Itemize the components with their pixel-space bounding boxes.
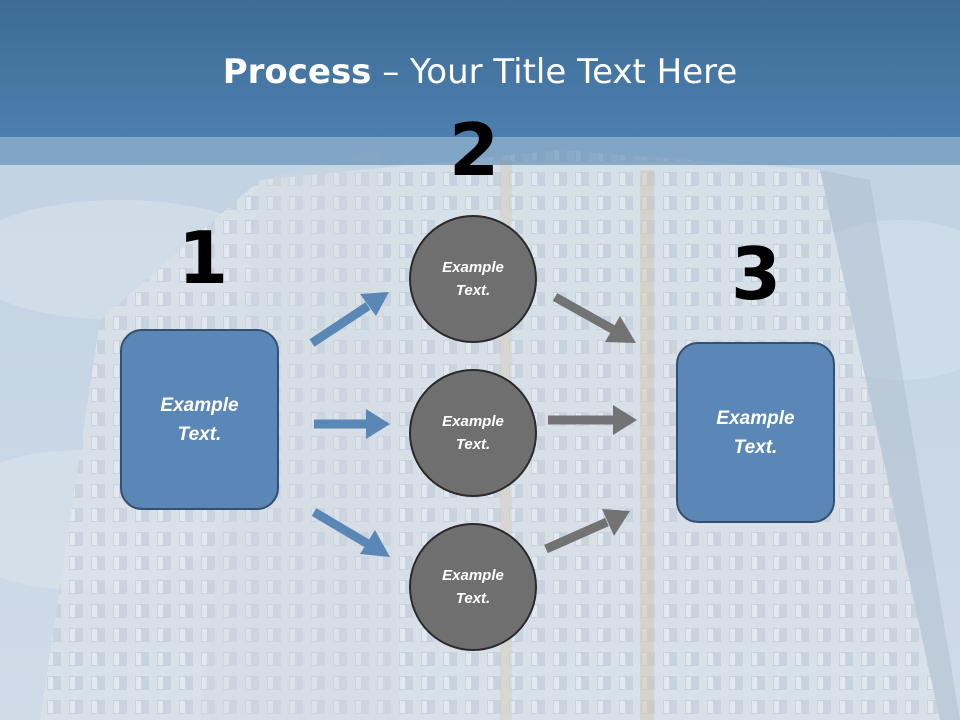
circle-top-line1: Example xyxy=(442,259,504,276)
circle-bottom-line1: Example xyxy=(442,567,504,584)
step-3-box-line1: Example xyxy=(716,407,795,429)
arrow-gray-down xyxy=(552,293,636,343)
arrow-gray-right xyxy=(548,405,637,435)
step-2-circle-top[interactable]: Example Text. xyxy=(409,215,537,343)
step-1-box-line2: Text. xyxy=(177,423,222,445)
step-1-box[interactable]: Example Text. xyxy=(120,329,279,510)
step-3-box[interactable]: Example Text. xyxy=(676,342,835,523)
arrow-blue-right xyxy=(314,409,390,439)
step-1-box-line1: Example xyxy=(160,394,239,416)
title-band xyxy=(0,137,960,165)
step-3-box-line2: Text. xyxy=(733,436,778,458)
step-2-circle-bottom[interactable]: Example Text. xyxy=(409,523,537,651)
circle-middle-line2: Text. xyxy=(455,436,491,453)
circle-bottom-text: Example Text. xyxy=(433,564,513,610)
circle-top-text: Example Text. xyxy=(433,256,513,302)
step-2-circle-middle[interactable]: Example Text. xyxy=(409,369,537,497)
title-bold-part: Process xyxy=(222,52,372,92)
circle-top-line2: Text. xyxy=(455,282,491,299)
title-rest-part: – Your Title Text Here xyxy=(371,52,738,92)
arrow-gray-up xyxy=(544,509,630,554)
step-number-3: 3 xyxy=(731,232,782,316)
step-number-2: 2 xyxy=(449,108,500,192)
circle-bottom-line2: Text. xyxy=(455,590,491,607)
circle-middle-text: Example Text. xyxy=(433,410,513,456)
step-3-box-text: Example Text. xyxy=(701,404,811,462)
circle-middle-line1: Example xyxy=(442,413,504,430)
arrow-blue-up xyxy=(309,292,389,347)
arrow-blue-down xyxy=(311,508,390,557)
slide-title: Process – Your Title Text Here xyxy=(0,52,960,92)
step-number-1: 1 xyxy=(178,216,229,300)
title-bar xyxy=(0,0,960,137)
step-1-box-text: Example Text. xyxy=(145,391,255,449)
